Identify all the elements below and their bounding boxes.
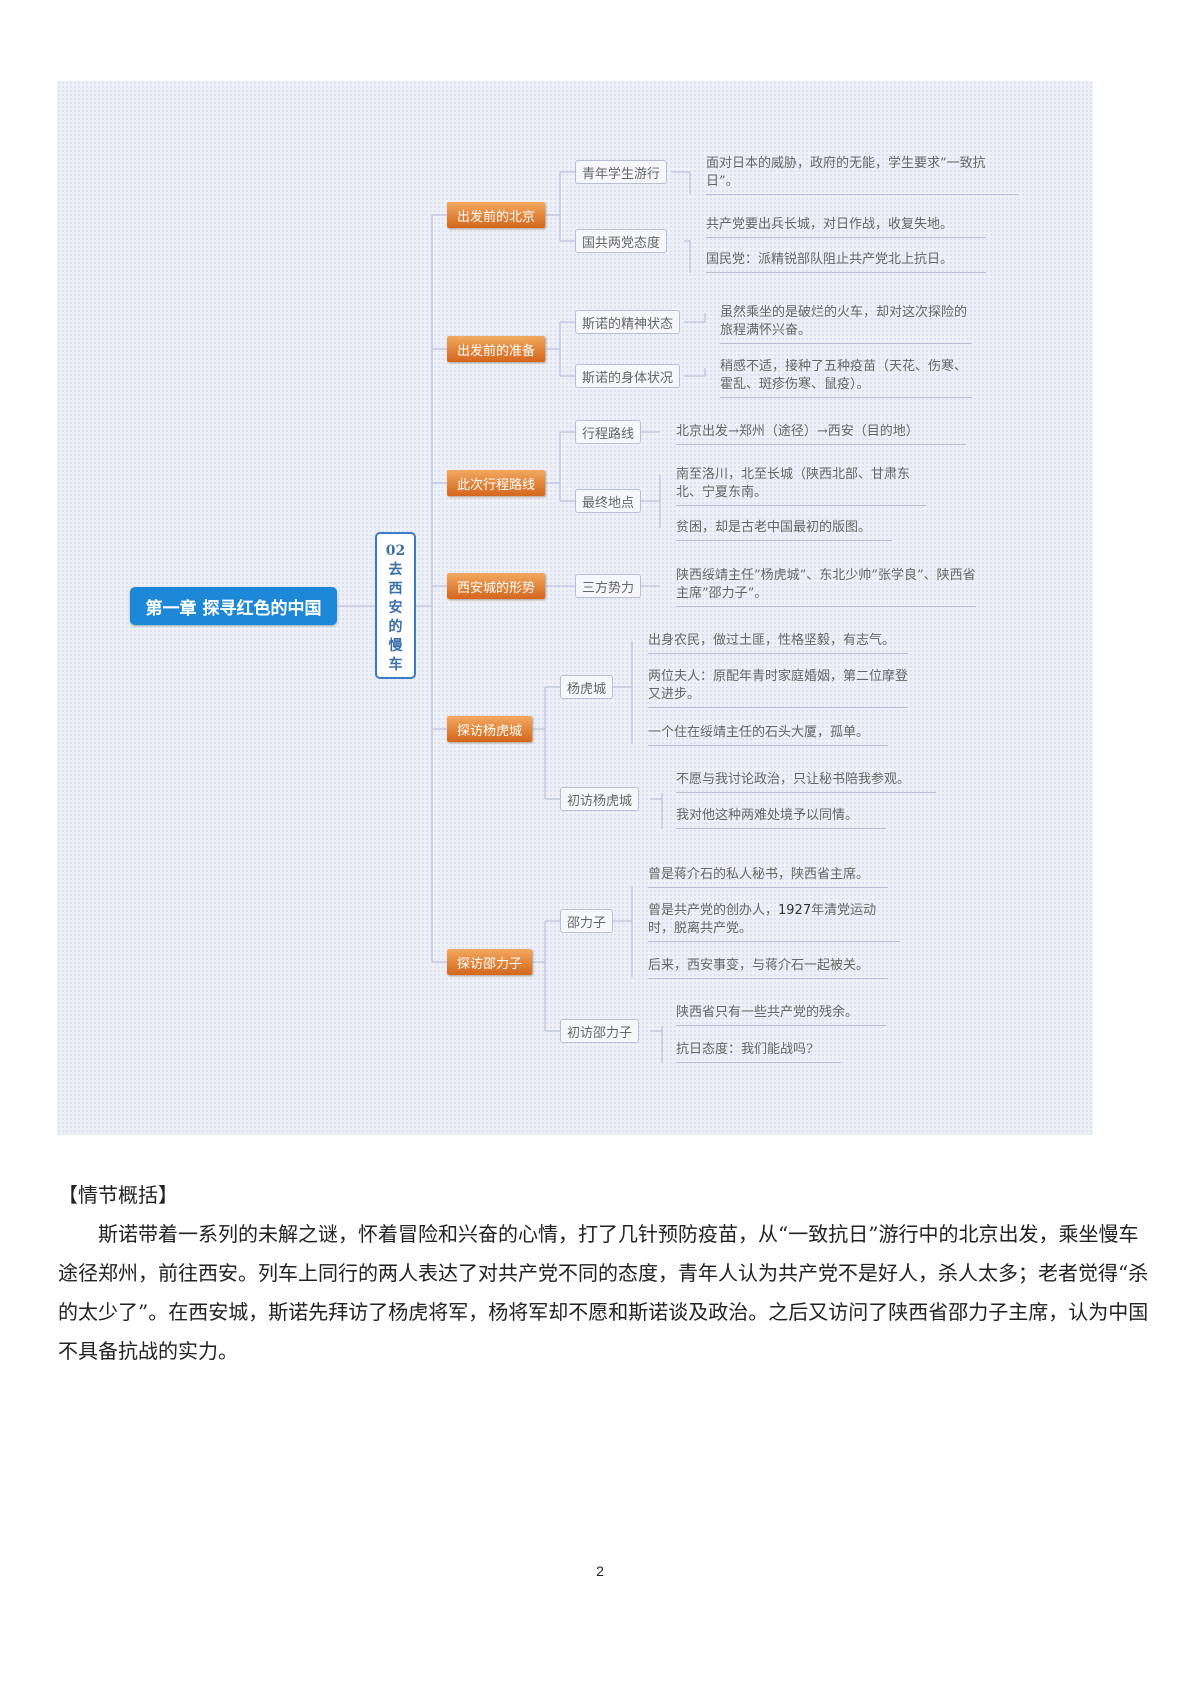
branch-node[interactable]: 西安城的形势 (447, 573, 545, 599)
leaf-note: 稍感不适，接种了五种疫苗（天花、伤寒、霍乱、斑疹伤寒、鼠疫）。 (720, 358, 972, 398)
leaf-note: 面对日本的威胁，政府的无能，学生要求”一致抗日”。 (706, 155, 1018, 195)
chapter-number: 02 (385, 543, 406, 559)
branch-node[interactable]: 此次行程路线 (447, 470, 545, 496)
leaf-note: 我对他这种两难处境予以同情。 (676, 807, 886, 829)
leaf-note: 虽然乘坐的是破烂的火车，却对这次探险的旅程满怀兴奋。 (720, 304, 972, 344)
leaf-note: 两位夫人：原配年青时家庭婚姻，第二位摩登又进步。 (648, 668, 908, 708)
sub-node[interactable]: 三方势力 (575, 574, 642, 598)
leaf-text: 曾是共产党的创办人， (648, 903, 779, 918)
branch-node[interactable]: 出发前的北京 (447, 202, 545, 228)
chapter-char: 去 (388, 562, 403, 578)
leaf-note: 北京出发→郑州（途径）→西安（目的地） (676, 423, 966, 445)
sub-node[interactable]: 邵力子 (560, 909, 614, 933)
chapter-node[interactable]: 02 去 西 安 的 慢 车 (375, 532, 416, 679)
chapter-char: 的 (388, 619, 403, 635)
leaf-note: 国民党：派精锐部队阻止共产党北上抗日。 (706, 251, 986, 273)
leaf-note: 贫困，却是古老中国最初的版图。 (676, 519, 892, 541)
leaf-text: 年清党运动时，脱离共产党。 (648, 903, 877, 936)
branch-node[interactable]: 出发前的准备 (447, 336, 545, 362)
chapter-char: 车 (388, 657, 403, 673)
sub-node[interactable]: 行程路线 (575, 420, 642, 444)
branch-node[interactable]: 探访杨虎城 (447, 716, 532, 742)
sub-node[interactable]: 杨虎城 (560, 675, 614, 699)
sub-node[interactable]: 斯诺的身体状况 (575, 364, 681, 388)
leaf-note: 抗日态度：我们能战吗? (676, 1041, 841, 1063)
chapter-char: 安 (388, 600, 403, 616)
sub-node[interactable]: 初访杨虎城 (560, 787, 640, 811)
leaf-note: 曾是蒋介石的私人秘书，陕西省主席。 (648, 866, 888, 888)
sub-node[interactable]: 初访邵力子 (560, 1019, 640, 1043)
leaf-note: 南至洛川，北至长城（陕西北部、甘肃东北、宁夏东南。 (676, 466, 926, 506)
leaf-note: 共产党要出兵长城，对日作战，收复失地。 (706, 216, 986, 238)
sub-node[interactable]: 国共两党态度 (575, 229, 668, 253)
summary-heading: 【情节概括】 (58, 1183, 178, 1207)
sub-node[interactable]: 斯诺的精神状态 (575, 310, 681, 334)
leaf-year: 1927 (778, 903, 812, 918)
leaf-note: 曾是共产党的创办人，1927年清党运动时，脱离共产党。 (648, 902, 900, 942)
mind-map (57, 81, 1093, 1135)
leaf-note: 陕西绥靖主任”杨虎城”、东北少帅”张学良”、陕西省主席”邵力子”。 (676, 567, 976, 607)
leaf-note: 后来，西安事变，与蒋介石一起被关。 (648, 957, 888, 979)
leaf-note: 陕西省只有一些共产党的残余。 (676, 1004, 886, 1026)
chapter-char: 西 (388, 581, 403, 597)
branch-node[interactable]: 探访邵力子 (447, 949, 532, 975)
root-node[interactable]: 第一章 探寻红色的中国 (130, 587, 337, 625)
leaf-note: 一个住在绥靖主任的石头大厦，孤单。 (648, 724, 888, 746)
sub-node[interactable]: 青年学生游行 (575, 160, 668, 184)
plot-summary: 【情节概括】 斯诺带着一系列的未解之谜，怀着冒险和兴奋的心情，打了几针预防疫苗，… (58, 1176, 1150, 1371)
leaf-note: 不愿与我讨论政治，只让秘书陪我参观。 (676, 771, 936, 793)
leaf-note: 出身农民，做过土匪，性格坚毅，有志气。 (648, 632, 908, 654)
summary-paragraph: 斯诺带着一系列的未解之谜，怀着冒险和兴奋的心情，打了几针预防疫苗，从“一致抗日”… (58, 1222, 1149, 1363)
sub-node[interactable]: 最终地点 (575, 489, 642, 513)
chapter-char: 慢 (388, 638, 403, 654)
page-number: 2 (596, 1563, 604, 1579)
